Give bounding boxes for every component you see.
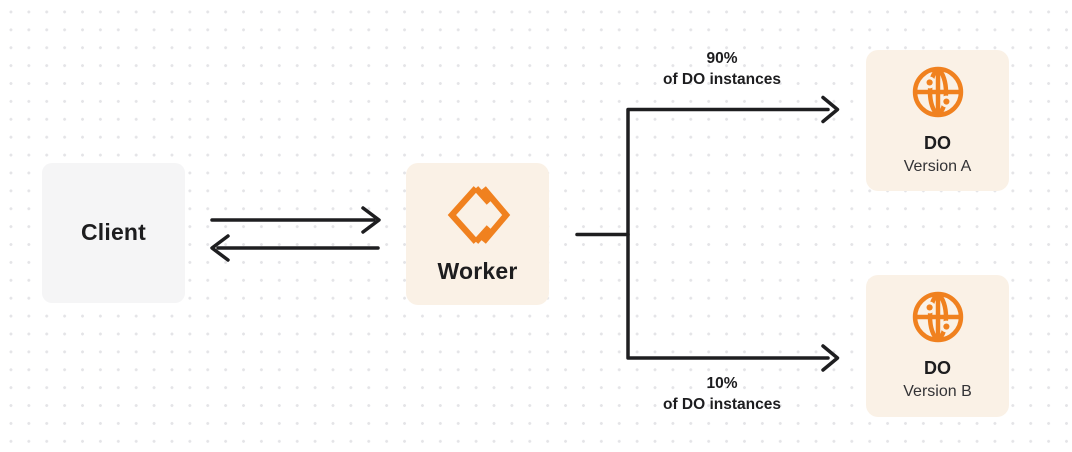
do-a-subtitle: Version A: [903, 158, 972, 175]
branch-trunk-line: [626, 107, 830, 360]
do-version-b-node: DO Version B: [866, 275, 1009, 417]
traffic-caption-a: of DO instances: [663, 71, 781, 88]
client-node: Client: [42, 163, 185, 303]
branch-to-a-arrowhead: [821, 95, 840, 124]
traffic-caption-b: of DO instances: [663, 396, 781, 413]
globe-icon: [912, 66, 963, 118]
client-to-worker-arrowhead: [361, 206, 381, 234]
traffic-percent-b: 10%: [706, 375, 738, 392]
globe-icon: [912, 291, 963, 343]
workers-icon: [447, 185, 510, 244]
traffic-label-version-b: 10% of DO instances: [602, 373, 842, 415]
do-version-a-node: DO Version A: [866, 50, 1009, 191]
branch-to-b-arrowhead: [821, 344, 840, 372]
worker-node: Worker: [406, 163, 549, 305]
worker-to-client-arrowhead: [210, 234, 230, 262]
do-b-subtitle: Version B: [903, 383, 972, 400]
traffic-percent-a: 90%: [706, 50, 738, 67]
worker-label: Worker: [437, 257, 518, 284]
traffic-label-version-a: 90% of DO instances: [602, 48, 842, 90]
do-b-title: DO: [924, 358, 951, 378]
do-a-title: DO: [924, 133, 951, 153]
client-label: Client: [80, 219, 147, 246]
